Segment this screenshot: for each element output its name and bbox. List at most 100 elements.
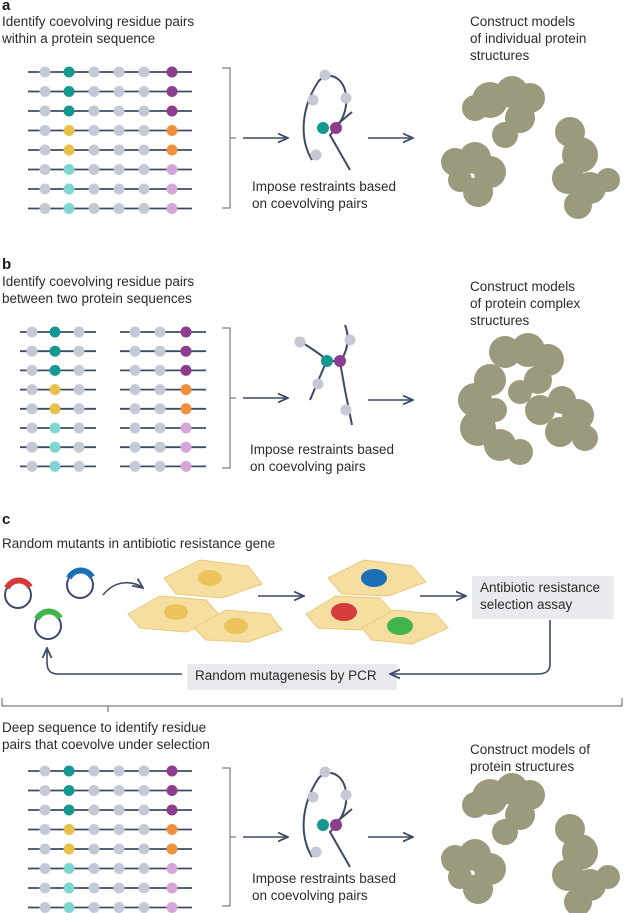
residue-bead-coevolving (63, 86, 75, 97)
residue-bead-coevolving (166, 863, 178, 874)
residue-bead (39, 66, 51, 78)
bracket-c-top (1, 698, 623, 712)
residue-bead (73, 441, 85, 453)
panel-a-models-label-1: Construct models (470, 14, 576, 29)
residue-bead-coevolving (166, 882, 178, 894)
panel-a-models-label-2: of individual protein (470, 31, 587, 46)
residue-bead-coevolving (166, 183, 178, 195)
residue-bead (26, 422, 38, 434)
residue-bead-coevolving (180, 441, 192, 453)
residue-bead (113, 785, 125, 796)
residue-bead (138, 902, 150, 913)
cells-group-1 (127, 559, 283, 643)
residue-bead-coevolving (49, 422, 61, 434)
panel-c-restraints-label-1: Impose restraints based (252, 871, 397, 886)
residue-bead (138, 824, 150, 835)
residue-bead (88, 183, 100, 195)
residue-bead (154, 345, 166, 357)
residue-bead (154, 460, 166, 472)
residue-bead (88, 203, 100, 214)
arrow-mutagenesis-to-plasmids (47, 648, 182, 675)
residue-bead (113, 183, 125, 195)
residue-bead (73, 326, 85, 338)
residue-bead (154, 384, 166, 396)
bracket-b (222, 327, 236, 469)
residue-bead (88, 843, 100, 855)
residue-bead (113, 203, 125, 214)
residue-bead (138, 105, 150, 117)
protein-blob (441, 839, 506, 904)
residue-bead-coevolving (166, 824, 178, 835)
panel-a-identify-label-2: within a protein sequence (2, 31, 156, 46)
residue-bead-coevolving (63, 863, 75, 874)
residue-bead (39, 164, 51, 175)
residue-bead (88, 66, 100, 78)
residue-bead-coevolving (49, 384, 61, 396)
residue-bead-coevolving (49, 460, 61, 472)
panel-a-models-label-3: structures (470, 48, 530, 63)
residue-bead (154, 326, 166, 338)
residue-bead-coevolving (63, 105, 75, 117)
residue-bead (26, 441, 38, 453)
residue-bead (113, 144, 125, 156)
residue-bead-coevolving (63, 765, 75, 777)
folded-chain-b (294, 324, 356, 426)
panel-c-models-label-2: protein structures (470, 759, 575, 774)
panel-c-models-label-1: Construct models of (470, 742, 591, 757)
residue-bead (154, 364, 166, 376)
residue-bead (129, 326, 141, 338)
panel-b-models-label-1: Construct models (470, 279, 576, 294)
residue-bead (113, 863, 125, 874)
panel-c-letter: c (2, 511, 11, 528)
panel-c-restraints-label-2: on coevolving pairs (252, 888, 368, 903)
residue-bead (26, 364, 38, 376)
panel-a-restraints-label-1: Impose restraints based (252, 179, 397, 194)
protein-blob (552, 814, 620, 913)
residue-bead (88, 785, 100, 796)
residue-bead (129, 384, 141, 396)
residue-bead-coevolving (63, 785, 75, 796)
residue-bead (129, 441, 141, 453)
residue-bead (73, 364, 85, 376)
residue-bead (129, 460, 141, 472)
residue-bead (138, 144, 150, 156)
residue-bead-coevolving (180, 384, 192, 396)
residue-bead (26, 345, 38, 357)
residue-bead-coevolving (166, 105, 178, 117)
cell-nucleus-red (331, 603, 357, 621)
residue-bead (129, 364, 141, 376)
arrow-assay-to-mutagenesis (390, 620, 551, 674)
residue-bead-coevolving (63, 164, 75, 175)
cell-nucleus-blue (361, 569, 387, 587)
residue-bead (39, 785, 51, 796)
residue-bead (39, 824, 51, 835)
protein-models-c (441, 773, 620, 913)
residue-bead (138, 66, 150, 78)
residue-bead (39, 203, 51, 214)
residue-bead (138, 203, 150, 214)
residue-bead (113, 765, 125, 777)
residue-bead-coevolving (180, 326, 192, 338)
residue-bead (138, 863, 150, 874)
residue-bead-coevolving (166, 125, 178, 136)
residue-bead (154, 403, 166, 415)
panel-b-letter: b (2, 256, 12, 273)
residue-bead-coevolving (180, 345, 192, 357)
residue-bead-coevolving (63, 183, 75, 195)
residue-bead (39, 105, 51, 117)
panel-a-letter: a (2, 0, 11, 14)
bracket-a (222, 67, 236, 209)
residue-bead (39, 843, 51, 855)
assay-box: Antibiotic resistance selection assay (472, 576, 614, 619)
bracket-c (222, 767, 236, 907)
residue-bead (113, 86, 125, 97)
residue-bead (73, 422, 85, 434)
panel-b-models-label-3: structures (470, 313, 530, 328)
protein-models-b (458, 333, 598, 465)
residue-bead (138, 785, 150, 796)
panel-b-identify-label-2: between two protein sequences (2, 291, 192, 306)
residue-bead-coevolving (49, 403, 61, 415)
residue-bead-coevolving (63, 804, 75, 816)
residue-bead-coevolving (49, 441, 61, 453)
arrow-plasmid-to-cells (102, 583, 143, 596)
